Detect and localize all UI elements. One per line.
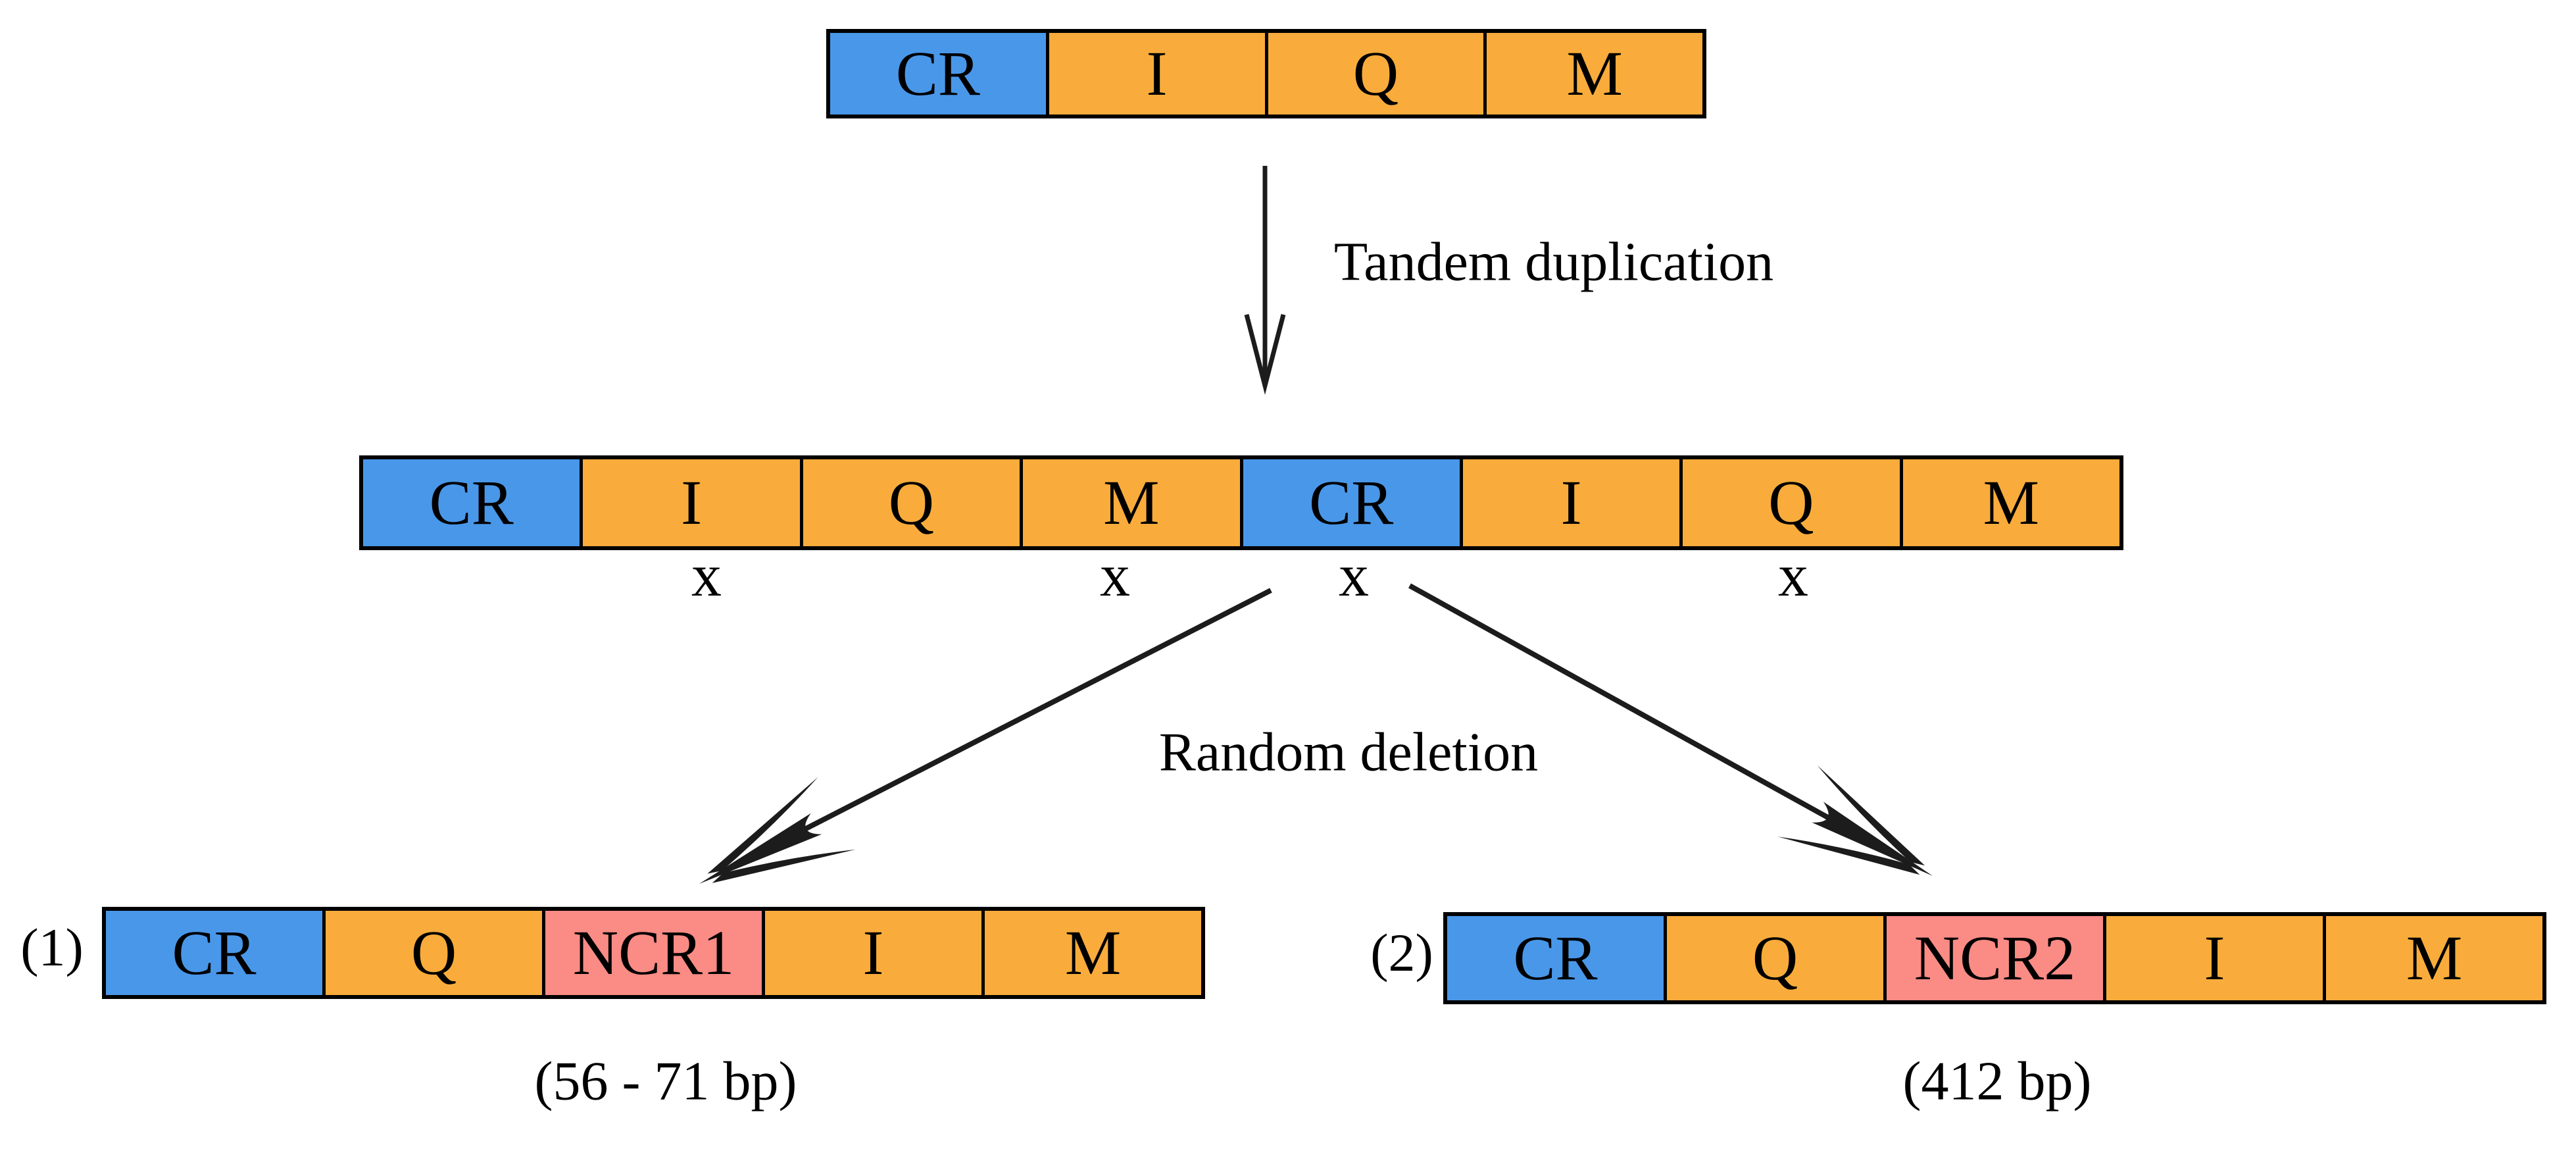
segment-m-1: M bbox=[1020, 459, 1240, 546]
result-1-gene-bar: CR Q NCR1 I M bbox=[102, 907, 1205, 999]
segment-m: M bbox=[2323, 916, 2542, 1000]
segment-q-1: Q bbox=[799, 459, 1020, 546]
deletion-mark-cr2: x bbox=[1339, 542, 1369, 609]
segment-cr: CR bbox=[830, 33, 1046, 115]
segment-ncr1: NCR1 bbox=[542, 911, 762, 995]
segment-q: Q bbox=[1664, 916, 1883, 1000]
result-2-index-label: (2) bbox=[1370, 923, 1433, 983]
segment-i-2: I bbox=[1459, 459, 1680, 546]
ancestral-gene-bar: CR I Q M bbox=[826, 29, 1706, 118]
deletion-mark-q2: x bbox=[1778, 542, 1808, 609]
result-2-gene-bar: CR Q NCR2 I M bbox=[1443, 912, 2546, 1004]
segment-i-1: I bbox=[580, 459, 800, 546]
deletion-mark-m1: x bbox=[1100, 542, 1130, 609]
random-deletion-arrow-left bbox=[680, 588, 1272, 921]
segment-i: I bbox=[1045, 33, 1265, 115]
tandem-duplication-label: Tandem duplication bbox=[1333, 231, 1774, 293]
random-deletion-label: Random deletion bbox=[1158, 721, 1539, 783]
segment-m: M bbox=[1483, 33, 1702, 115]
duplicated-gene-bar: CR I Q M CR I Q M bbox=[359, 455, 2123, 550]
tandem-duplication-arrow bbox=[1244, 166, 1286, 395]
segment-q-2: Q bbox=[1679, 459, 1900, 546]
result-1-size-label: (56 - 71 bp) bbox=[534, 1050, 797, 1112]
result-2-size-label: (412 bp) bbox=[1902, 1050, 2092, 1112]
segment-m-2: M bbox=[1899, 459, 2119, 546]
segment-cr: CR bbox=[106, 911, 322, 995]
random-deletion-arrow-right bbox=[1408, 583, 1953, 912]
deletion-mark-i1: x bbox=[691, 542, 722, 609]
segment-cr-1: CR bbox=[363, 459, 580, 546]
segment-m: M bbox=[981, 911, 1201, 995]
segment-q: Q bbox=[1264, 33, 1484, 115]
segment-i: I bbox=[762, 911, 981, 995]
segment-cr: CR bbox=[1447, 916, 1664, 1000]
segment-i: I bbox=[2103, 916, 2323, 1000]
segment-cr-2: CR bbox=[1239, 459, 1460, 546]
segment-q: Q bbox=[322, 911, 542, 995]
segment-ncr2: NCR2 bbox=[1883, 916, 2103, 1000]
result-1-index-label: (1) bbox=[20, 917, 84, 977]
